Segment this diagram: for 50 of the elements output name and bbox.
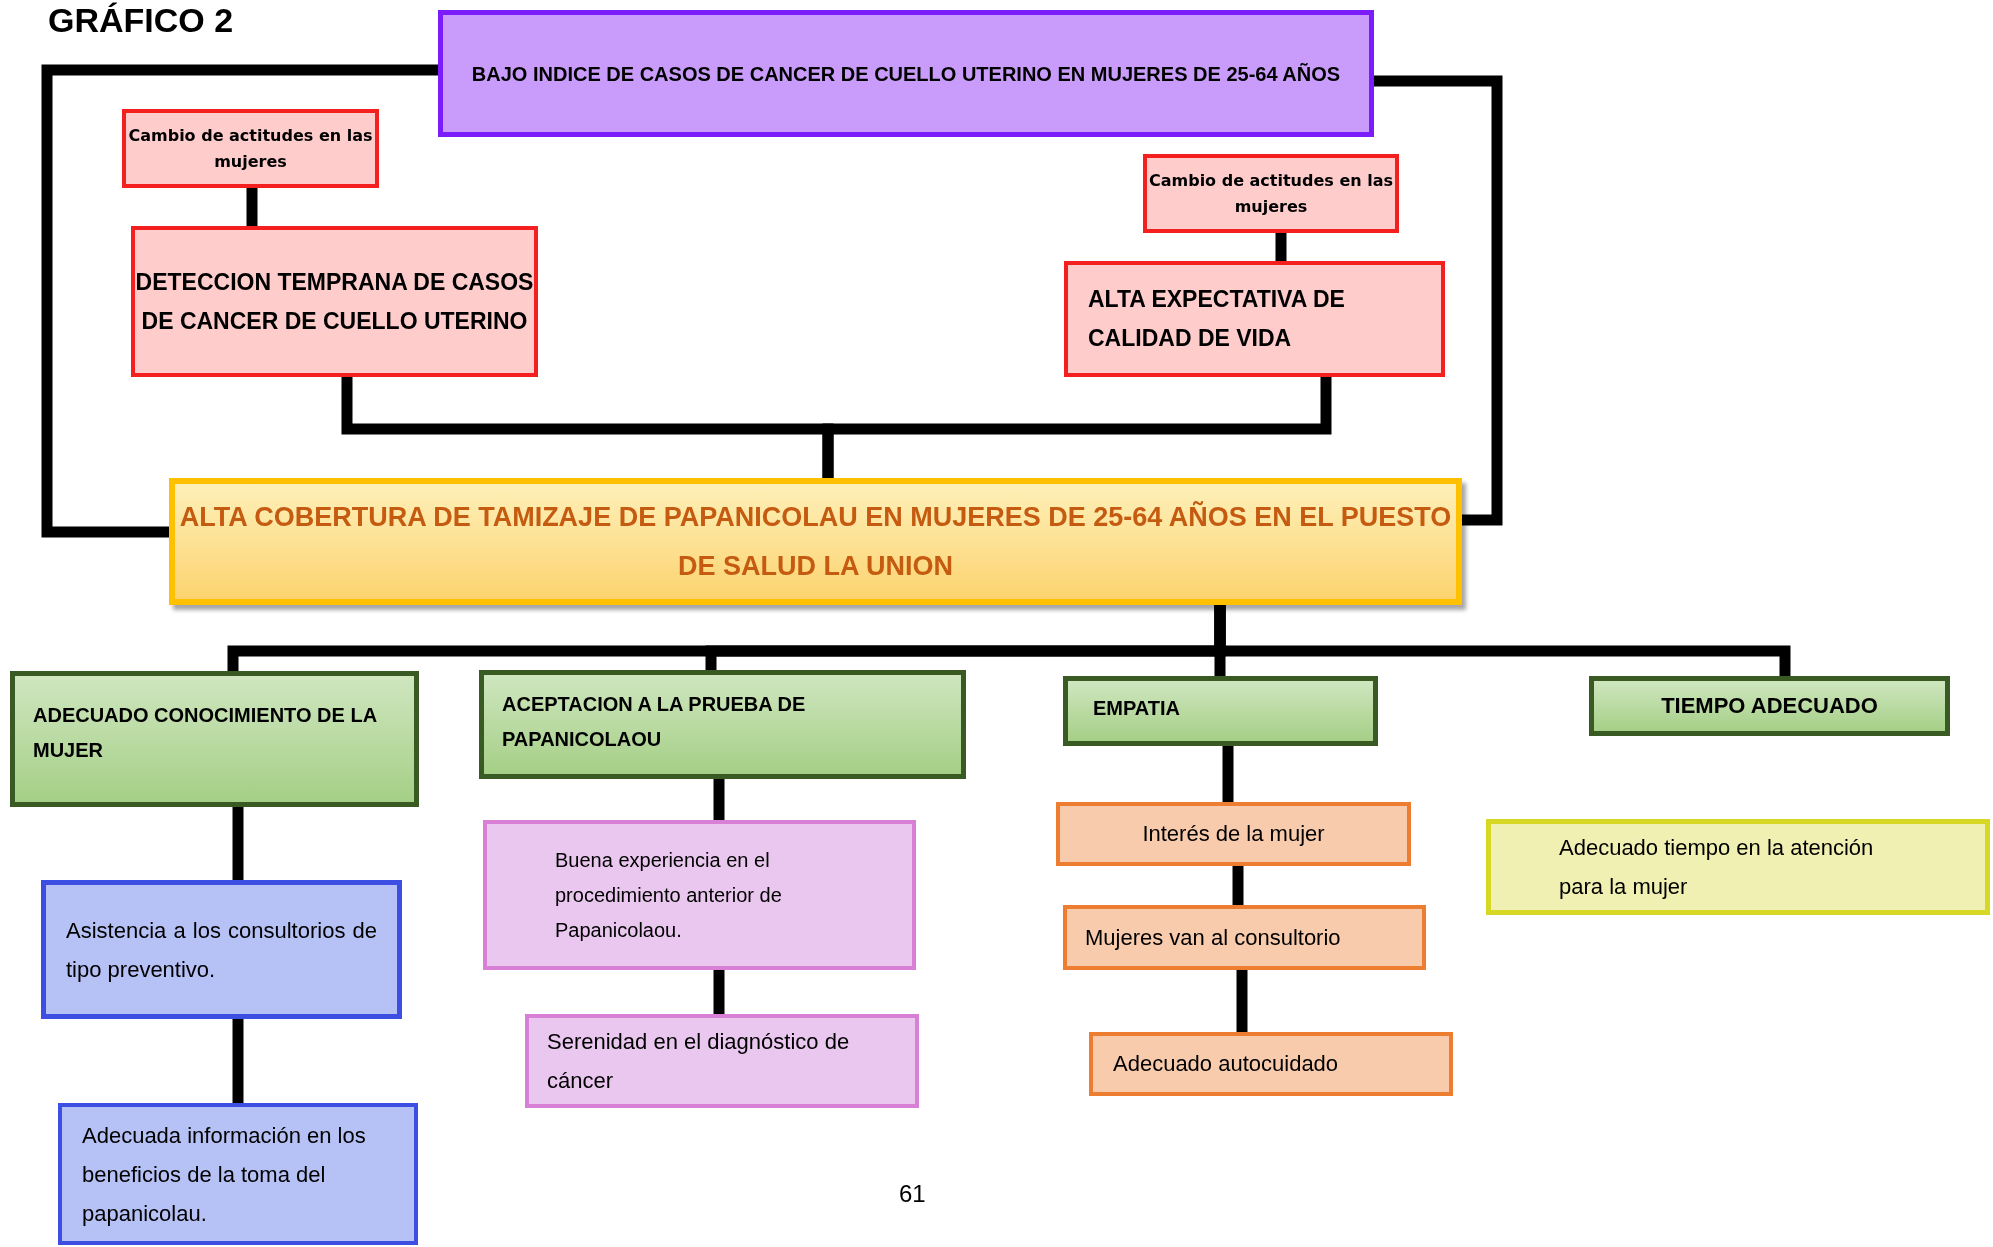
box-text: ADECUADO CONOCIMIENTO DE LA MUJER — [33, 703, 378, 763]
diagram-title: GRÁFICO 2 — [48, 0, 234, 40]
effect-box — [131, 226, 538, 377]
connector-line — [1214, 605, 1791, 676]
connector-line — [1236, 970, 1248, 1032]
box-text: ALTA EXPECTATIVA DE CALIDAD DE VIDA — [1088, 285, 1346, 353]
action-box — [1056, 802, 1411, 866]
action-box — [525, 1014, 919, 1108]
box-text: Cambio de actitudes en las mujeres — [1147, 169, 1395, 218]
action-box — [1063, 905, 1426, 970]
action-box — [58, 1103, 418, 1245]
action-box — [1486, 819, 1990, 915]
connector-line — [232, 807, 244, 880]
box-text: Adecuado tiempo en la atención para la mujer — [1559, 834, 1875, 901]
box-text: Interés de la mujer — [1141, 820, 1326, 848]
connector-line — [713, 779, 725, 820]
page-number: 61 — [899, 1179, 926, 1209]
box-text: Serenidad en el diagnóstico de cáncer — [547, 1028, 851, 1095]
action-box — [483, 820, 916, 970]
box-text: ALTA COBERTURA DE TAMIZAJE DE PAPANICOLAU EN MUJERES DE 25-64 AÑOS EN EL PUESTO DE SALUD LA UNION — [178, 500, 1453, 583]
action-box — [1089, 1032, 1453, 1096]
box-text: Mujeres van al consultorio — [1085, 923, 1342, 952]
box-text: EMPATIA — [1093, 696, 1181, 721]
objective-box — [169, 478, 1462, 605]
cause-box — [1143, 154, 1399, 233]
connector-line — [1232, 866, 1244, 905]
connector-line — [713, 970, 725, 1014]
box-text: Asistencia a los consultorios de tipo preventivo. — [66, 916, 377, 984]
means-box — [1589, 676, 1950, 736]
effect-box — [1064, 261, 1445, 377]
connector-line — [1222, 746, 1234, 802]
box-text: Adecuado autocuidado — [1113, 1050, 1340, 1078]
means-box — [479, 670, 966, 779]
means-box — [10, 671, 419, 807]
connector-line — [232, 1019, 244, 1103]
connector-line — [1275, 233, 1287, 261]
box-text: DETECCION TEMPRANA DE CASOS DE CANCER DE CUELLO UTERINO — [135, 267, 534, 336]
connector-line — [1374, 75, 1503, 526]
box-text: TIEMPO ADECUADO — [1660, 692, 1879, 720]
cause-box — [122, 109, 379, 188]
action-box — [41, 880, 402, 1019]
connector-line — [41, 64, 438, 538]
box-text: ACEPTACION A LA PRUEBA DE PAPANICOLAOU — [502, 692, 807, 752]
problem-box — [438, 10, 1374, 137]
box-text: BAJO INDICE DE CASOS DE CANCER DE CUELLO UTERINO EN MUJERES DE 25-64 AÑOS — [470, 61, 1342, 87]
box-text: Adecuada información en los beneficios de la toma del papanicolau. — [82, 1121, 367, 1228]
box-text: Buena experiencia en el procedimiento anterior de Papanicolaou. — [555, 847, 783, 943]
box-text: Cambio de actitudes en las mujeres — [127, 124, 374, 173]
connector-line — [246, 188, 258, 226]
means-box — [1063, 676, 1378, 746]
